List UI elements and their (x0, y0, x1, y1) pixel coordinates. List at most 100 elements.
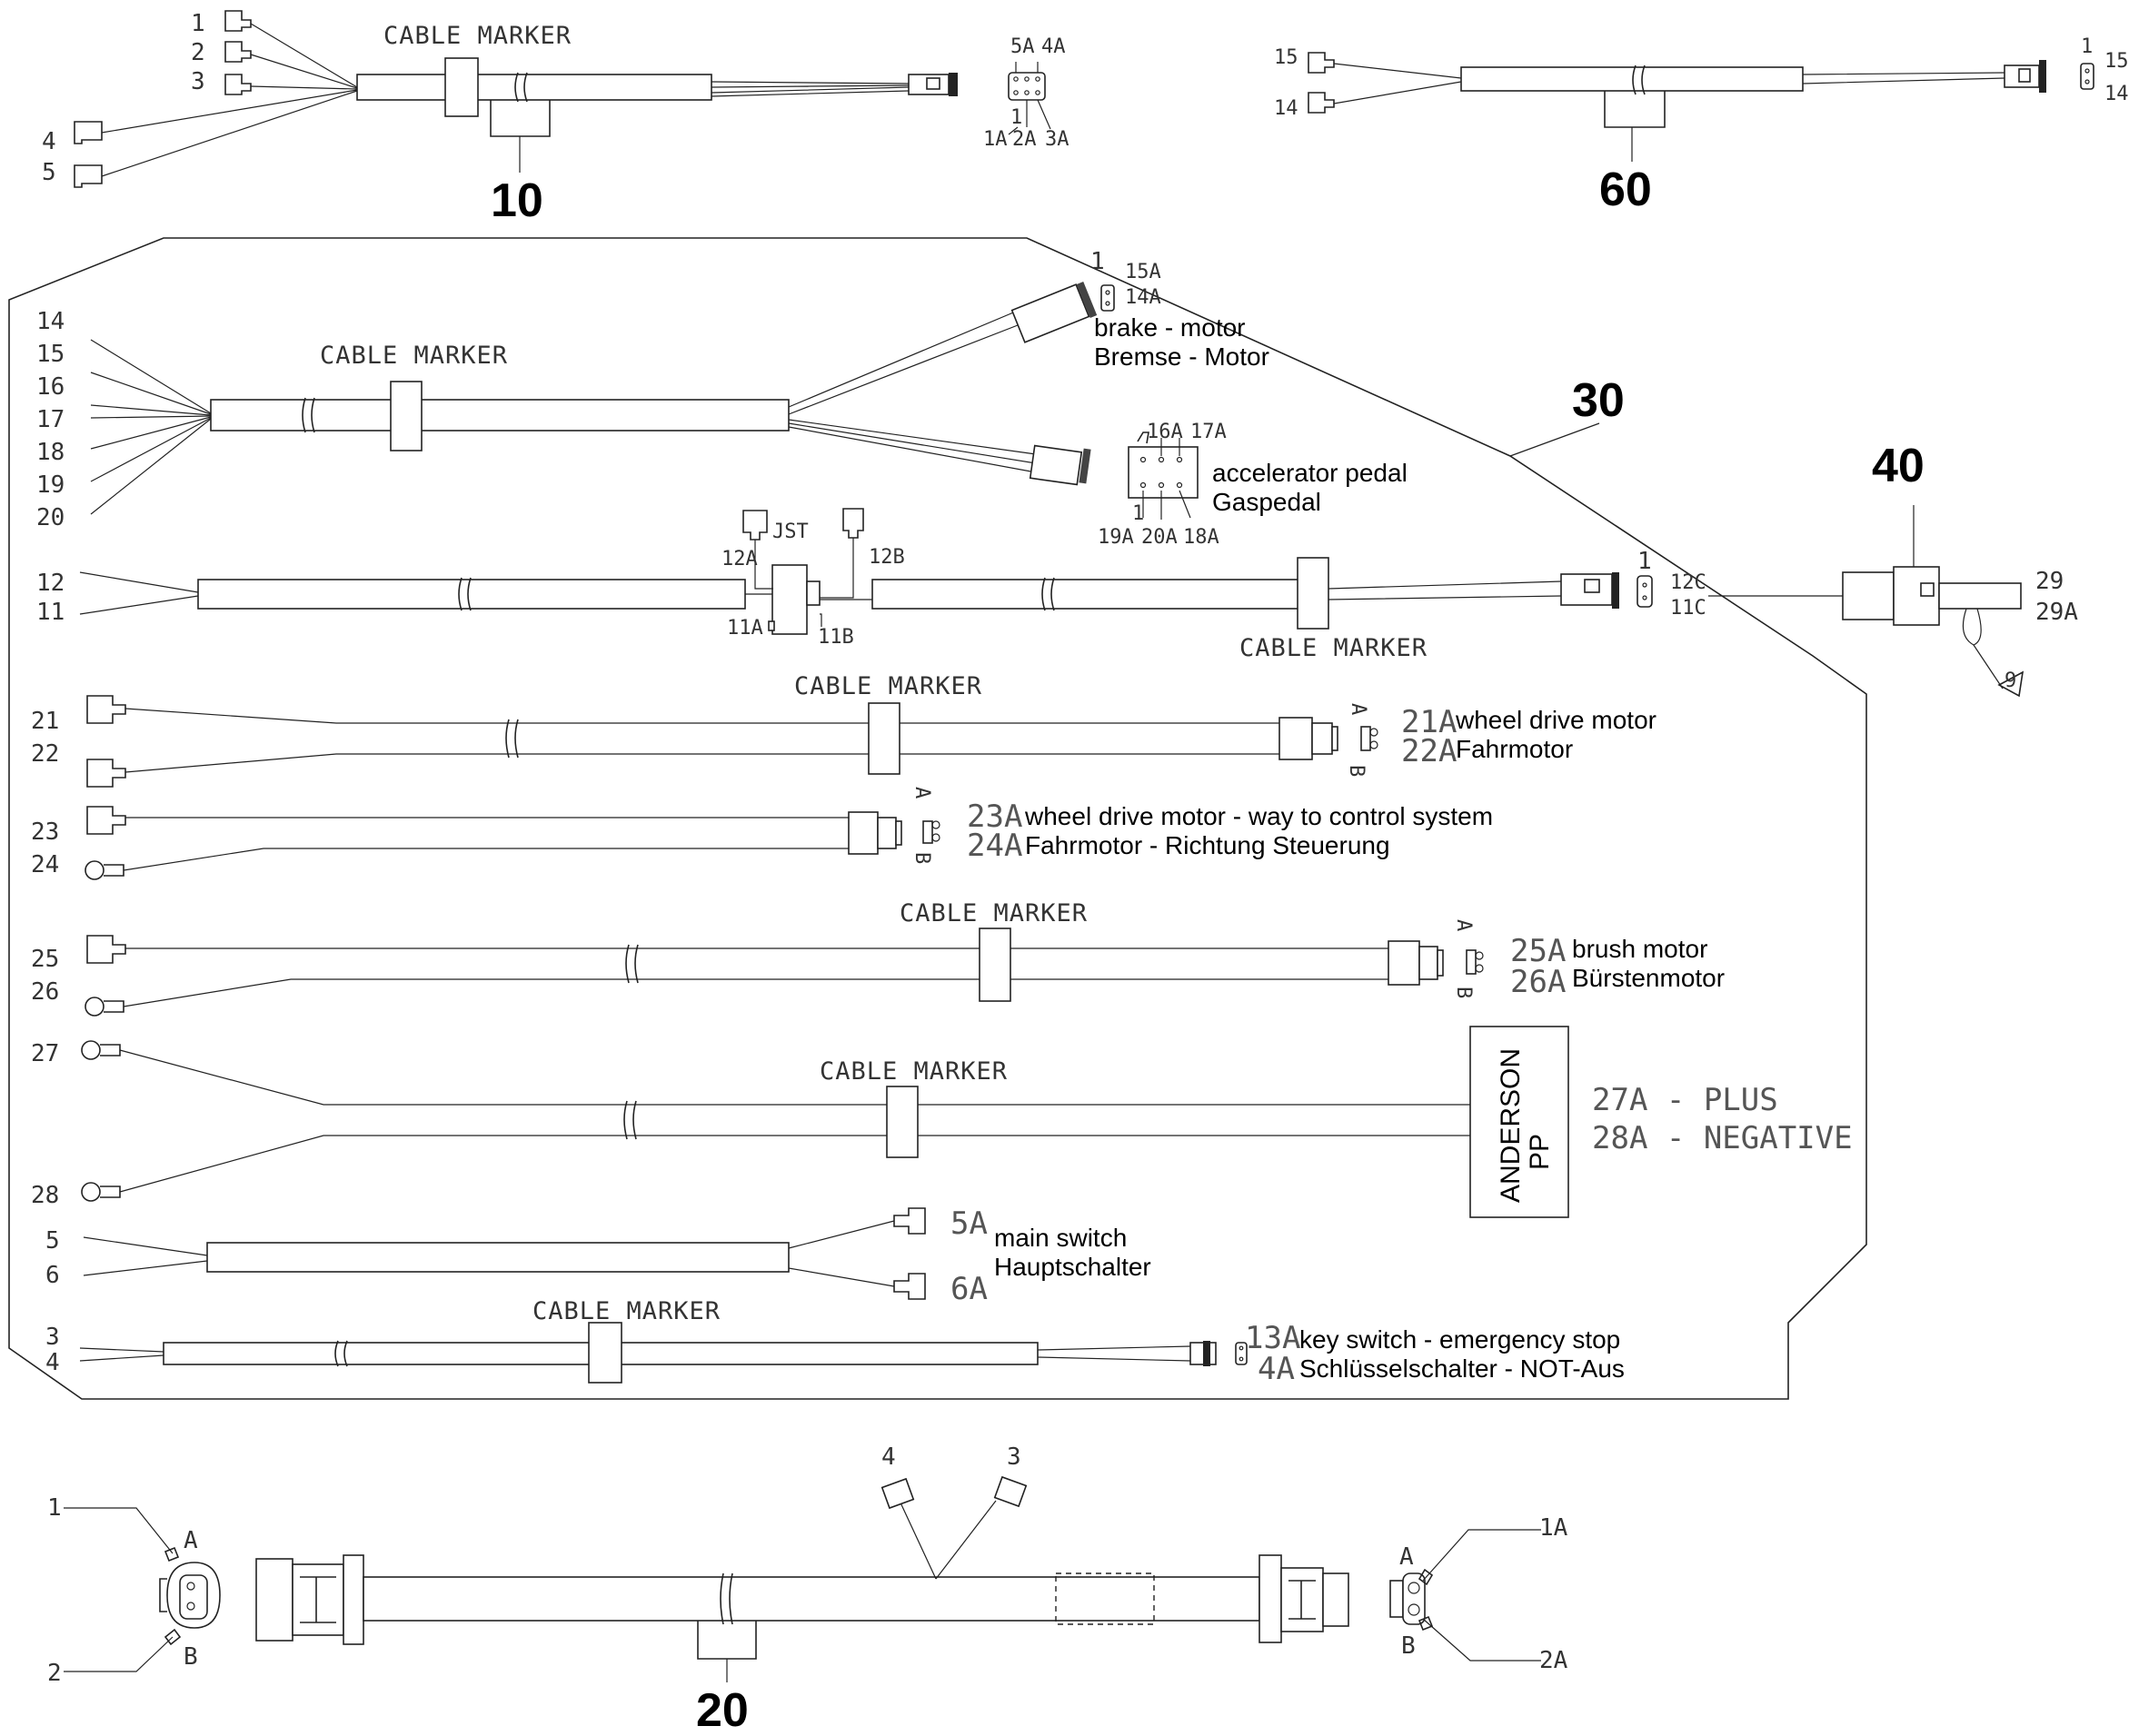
terminal-icon (224, 10, 252, 32)
terminal-icon (893, 1207, 926, 1235)
pin-label: 16A (1147, 421, 1183, 443)
break-mark (334, 1340, 348, 1367)
pin-label: 14A (1125, 286, 1161, 309)
terminal-icon (224, 41, 252, 63)
terminal-icon (86, 695, 126, 724)
jst-connector (771, 564, 808, 635)
cable-marker-sleeve (868, 702, 900, 775)
cable-marker-sleeve (1297, 557, 1329, 630)
pin-label: 1A (983, 128, 1008, 151)
terminal-icon (86, 935, 126, 964)
pin-label: 23A (967, 799, 1022, 835)
wire-label: 12A (721, 548, 758, 570)
wire-label: 22 (31, 740, 59, 768)
terminal-icon (742, 510, 768, 541)
connector-face (1637, 575, 1653, 608)
brake-desc-de: Bremse - Motor (1094, 342, 1269, 371)
wire-label: 4 (45, 1349, 60, 1376)
wire-label: 4 (42, 128, 56, 155)
pin-label: 24A (967, 828, 1022, 864)
brake-desc-en: brake - motor (1094, 313, 1246, 342)
cable-sheath (1460, 66, 1804, 92)
terminal-icon (86, 806, 126, 835)
wire-label: 11B (818, 626, 854, 649)
harness-60: 15 14 60 1 15 14 (1274, 35, 2129, 216)
pin-label: 12C (1670, 571, 1706, 594)
plug-body (255, 1558, 293, 1642)
wire-label: 29A (2035, 599, 2078, 626)
pin-label: 3A (1045, 128, 1069, 151)
terminal-icon (74, 164, 103, 188)
ring-terminal-icon (81, 1182, 101, 1202)
plug-body (1029, 444, 1083, 486)
plug-body (1278, 717, 1313, 760)
pin-label: 18A (1183, 526, 1219, 549)
cable-sheath (363, 1576, 1260, 1622)
tag-label: 9 (2005, 670, 2016, 692)
key-switch-desc-de: Schlüsselschalter - NOT-Aus (1299, 1354, 1625, 1383)
cable-marker-sleeve (588, 1322, 622, 1384)
harness-40: 9 40 29 29A (1708, 440, 2078, 698)
terminal-icon (1308, 92, 1335, 114)
cable-marker-label: CABLE MARKER (820, 1057, 1008, 1086)
pin-label: 13A (1245, 1320, 1300, 1356)
brake-motor-harness: 14 15 16 17 18 19 20 CABLE MARKER 1 15A … (36, 248, 1269, 531)
brush-desc-en: brush motor (1572, 935, 1707, 963)
pin-label: 17A (1190, 421, 1227, 443)
pin-label: B (1345, 765, 1368, 777)
wire-label: 5 (45, 1227, 60, 1255)
pin-label: A (184, 1527, 198, 1554)
signal-harness-11-12: 12 11 JST 12A 12B 11A 11B CABLE MARKER 1… (36, 508, 1706, 662)
pin-label: 26A (1510, 964, 1566, 1000)
ring-terminal-icon (81, 1040, 101, 1060)
connector-face (922, 820, 933, 844)
pin-label: B (1401, 1632, 1416, 1660)
plus-label: 27A - PLUS (1592, 1082, 1778, 1118)
wire-label: 15 (1274, 46, 1298, 69)
cable-marker-label: CABLE MARKER (383, 22, 572, 50)
power-harness: 27 28 CABLE MARKER ANDERSON PP 27A - PLU… (31, 1026, 1853, 1218)
wire-label: 19 (36, 471, 65, 499)
item-number-60: 60 (1599, 164, 1652, 216)
wire-label: 3 (1007, 1443, 1021, 1471)
pin-label: 25A (1510, 933, 1566, 969)
cable-marker-sleeve (979, 928, 1011, 1002)
pin-label: 20A (1141, 526, 1178, 549)
item-number-40: 40 (1872, 440, 1925, 492)
pin-label: A (1399, 1543, 1414, 1571)
wire-label: 15 (36, 341, 65, 368)
cable-sheath (210, 399, 790, 432)
drive2-desc-en: wheel drive motor - way to control syste… (1024, 802, 1493, 830)
cable-marker-label: CABLE MARKER (1239, 634, 1428, 662)
main-switch-harness: 5 6 5A 6A main switch Hauptschalter (45, 1205, 1151, 1307)
harness-30-outline (8, 237, 1867, 1400)
wire-label: 14 (36, 308, 65, 335)
cable-marker-label: CABLE MARKER (532, 1297, 721, 1325)
item-number-10: 10 (491, 174, 543, 227)
jst-label: JST (772, 521, 809, 543)
wire-label: 2 (47, 1660, 62, 1687)
key-switch-harness: 3 4 CABLE MARKER 13A 4A key switch - eme… (45, 1297, 1625, 1387)
wire-label: 24 (31, 851, 59, 878)
pin-label: 22A (1401, 733, 1457, 769)
wire-label: 1 (47, 1494, 62, 1522)
wire-label: 23 (31, 818, 59, 846)
terminal-icon (893, 1273, 926, 1300)
cable-marker-label: CABLE MARKER (900, 899, 1088, 928)
pin-label: 1 (1090, 248, 1105, 275)
wire-label: 25 (31, 946, 59, 973)
plug-body (1258, 1554, 1282, 1643)
item-bracket (1604, 91, 1666, 128)
key-switch-desc-en: key switch - emergency stop (1299, 1325, 1620, 1354)
wire-label: 6 (45, 1262, 60, 1289)
wire-label: 11 (36, 599, 65, 626)
cable-sheath (197, 579, 746, 610)
pin-label: 6A (950, 1271, 988, 1307)
wire-label: 29 (2035, 568, 2064, 595)
cable-sheath (1938, 582, 2022, 610)
pin-label: 21A (1401, 704, 1457, 740)
cable-sheath (206, 1242, 790, 1273)
wheel-drive-control-harness: 23 24 A B 23A 24A wheel drive motor - wa… (31, 787, 1493, 880)
pin-label: 15 (2104, 50, 2129, 73)
break-mark (514, 72, 528, 103)
